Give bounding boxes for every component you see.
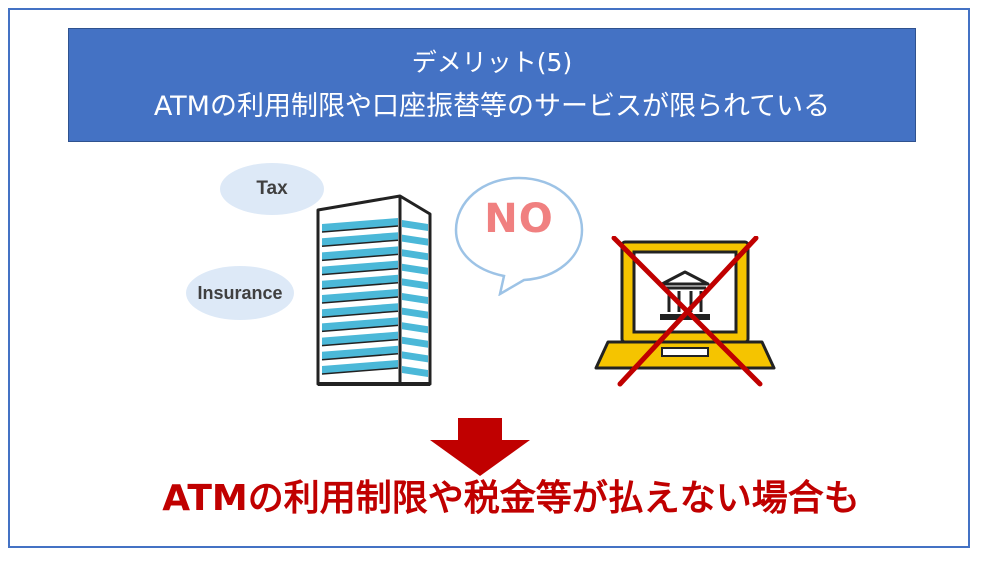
building-window-edge — [321, 310, 399, 318]
insurance-oval: Insurance — [186, 266, 294, 320]
tax-label: Tax — [256, 178, 288, 199]
no-label: NO — [484, 196, 554, 242]
building-window-stripe — [322, 345, 398, 360]
building-window-stripe — [322, 232, 398, 247]
building-window-stripe — [322, 303, 398, 318]
building-window-stripe — [322, 218, 398, 232]
building-window-edge — [321, 353, 399, 361]
building-window-edge — [321, 296, 399, 304]
building-window-stripe — [322, 317, 398, 332]
red-cross-icon — [611, 236, 763, 387]
insurance-label: Insurance — [197, 282, 283, 303]
speech-bubble-icon — [454, 176, 584, 296]
building-side-stripe — [402, 263, 428, 275]
conclusion-text: ATMの利用制限や税金等が払えない場合も — [162, 478, 860, 519]
building-window-edge — [321, 267, 399, 276]
building-window-stripe — [322, 360, 398, 374]
banner-subheading: ATMの利用制限や口座振替等のサービスが限られている — [153, 91, 831, 122]
building-window-edge — [321, 253, 399, 262]
building-window-edge — [321, 282, 399, 290]
building-window-edge — [321, 225, 399, 233]
office-building-icon — [316, 194, 432, 386]
building-side-stripe — [402, 322, 428, 334]
building-window-stripe — [322, 260, 398, 275]
banner-heading: デメリット(5) — [411, 48, 573, 77]
building-side-stripe — [402, 220, 428, 231]
building-side-stripe — [402, 278, 428, 290]
building-window-stripe — [322, 331, 398, 346]
building-side-stripe — [402, 307, 428, 319]
building-side-stripe — [402, 249, 428, 261]
building-side-stripe — [402, 293, 428, 304]
building-window-stripe — [322, 274, 398, 289]
building-side-stripe — [402, 234, 428, 246]
building-window-edge — [321, 338, 399, 347]
building-window-edge — [321, 324, 399, 333]
tax-oval: Tax — [220, 163, 324, 215]
building-window-edge — [321, 367, 399, 375]
building-window-stripe — [322, 246, 398, 261]
down-arrow-icon — [430, 418, 530, 476]
building-side-stripe — [402, 336, 428, 348]
building-side-stripe — [402, 366, 428, 377]
building-window-stripe — [322, 289, 398, 303]
title-banner: デメリット(5) ATMの利用制限や口座振替等のサービスが限られている — [68, 28, 916, 142]
laptop-bank-icon — [594, 236, 776, 387]
building-side-stripe — [402, 351, 428, 363]
building-window-edge — [321, 239, 399, 247]
